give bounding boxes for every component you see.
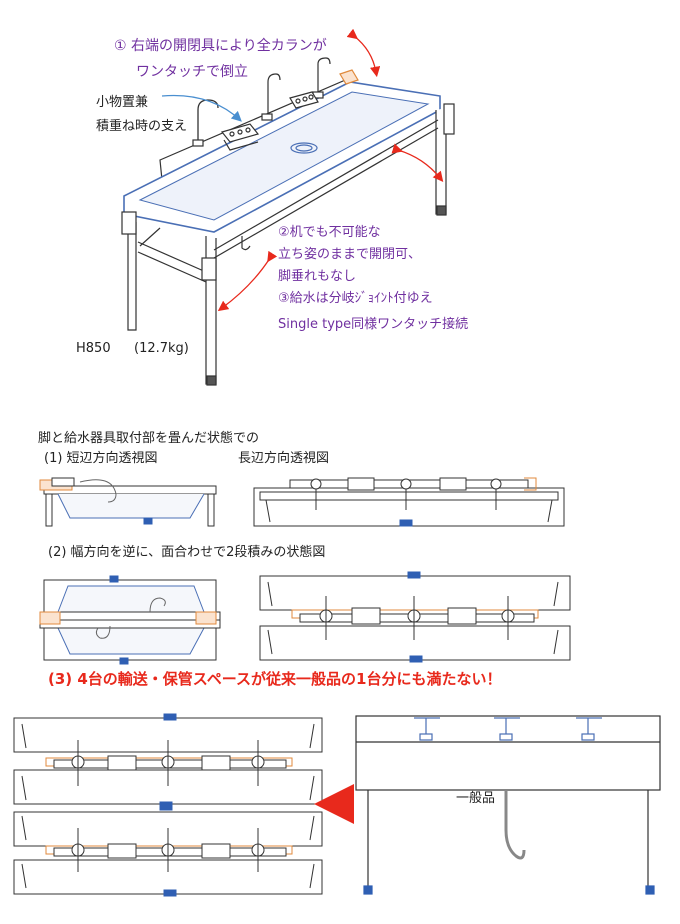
note2-line1: ②机でも不可能な (278, 225, 381, 240)
conventional-sink (355, 715, 661, 895)
shelf-label-line1: 小物置兼 (96, 95, 148, 110)
space-saving-headline: (3) 4台の輸送・保管スペースが従来一般品の1台分にも満たない！ (48, 670, 501, 688)
stacked-long-view (259, 571, 571, 663)
four-unit-stack (13, 713, 323, 897)
folded-section-title: 脚と給水器具取付部を畳んだ状態での (38, 430, 259, 446)
short-view-label: (1) 短辺方向透視図 (44, 450, 158, 466)
rotation-arrow-right (391, 143, 444, 183)
long-view-label: 長辺方向透視図 (238, 450, 329, 466)
shelf-label-line2: 積重ね時の支え (96, 118, 187, 134)
stacked-section-title: (2) 幅方向を逆に、面合わせで2段積みの状態図 (48, 544, 325, 560)
note1-line1: ① 右端の開閉具により全カランが (114, 37, 327, 54)
sink-perspective-illustration (121, 57, 455, 386)
rotation-arrow-left (217, 250, 278, 312)
note2-line3: 脚垂れもなし (278, 268, 356, 284)
rotation-arrow-top (346, 28, 381, 78)
conventional-label: 一般品 (456, 790, 495, 806)
note2-line2: 立ち姿のままで開閉可、 (278, 246, 421, 262)
folded-long-view (253, 477, 565, 527)
note3-line2: Single type同様ワンタッチ接続 (278, 316, 468, 332)
shelf-pointer-arrow (161, 94, 242, 122)
weight-label: (12.7kg) (134, 341, 189, 356)
folded-short-view (39, 477, 217, 527)
stacked-short-view (39, 575, 221, 665)
note1-line2: ワンタッチで倒立 (136, 64, 248, 80)
height-label: H850 (76, 341, 111, 356)
note3-line1: ③給水は分岐ｼﾞｮｲﾝﾄ付ゆえ (278, 291, 433, 306)
